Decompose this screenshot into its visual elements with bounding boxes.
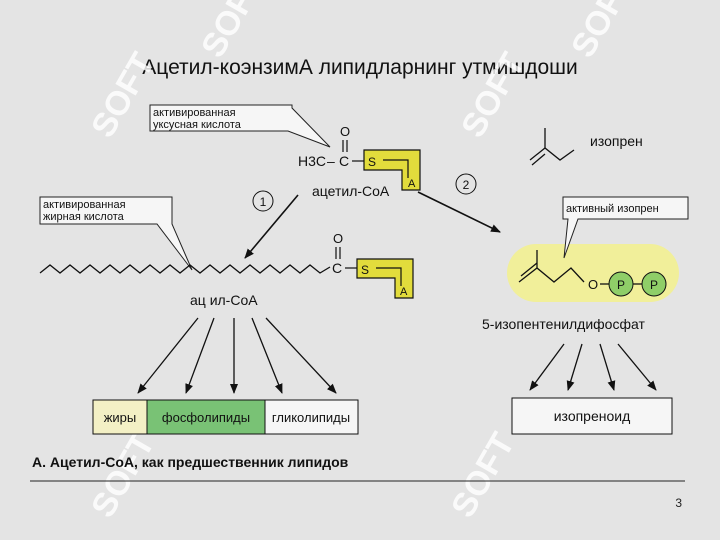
isopentenyl-diphosphate: активный изопрен O P P 5-изопентенилдифо… xyxy=(482,196,689,332)
acyl-oxygen-label: O xyxy=(333,231,343,246)
acyl-coa-s-label: S xyxy=(361,263,369,277)
carbonyl-carbon-label: C xyxy=(339,153,349,169)
step-arrows: 1 2 xyxy=(244,173,501,259)
callout-fatty-line1: активированная xyxy=(43,199,126,211)
h3c-label: H3C xyxy=(298,153,326,169)
acetyl-coa: H3C – C O S A ацетил-CoA xyxy=(298,124,421,199)
fan-arrows-right xyxy=(529,343,657,391)
isopentenyl-label: 5-изопентенилдифосфат xyxy=(482,316,645,332)
carbonyl-oxygen-label: O xyxy=(340,124,350,139)
watermark: SOFT xyxy=(454,46,532,144)
acyl-coa-a-label: A xyxy=(400,286,408,298)
acyl-coa-label: ац ил-CoA xyxy=(190,292,258,308)
phosphate-label: P xyxy=(617,278,625,292)
isoprene-label: изопрен xyxy=(590,133,643,149)
callout-fatty: активированная жирная кислота xyxy=(39,196,193,271)
product-boxes: жиры фосфолипиды гликолипиды изопреноид xyxy=(92,397,673,435)
phosphate-label: P xyxy=(650,278,658,292)
callout-acetic: активированная уксусная кислота xyxy=(149,104,331,148)
step-one-label: 1 xyxy=(260,195,267,209)
fats-label: жиры xyxy=(104,410,137,425)
acetyl-coa-label: ацетил-CoA xyxy=(312,183,390,199)
coa-a-label: A xyxy=(408,178,416,190)
page-number: 3 xyxy=(675,496,682,510)
callout-fatty-line2: жирная кислота xyxy=(43,211,125,223)
watermark: SOFT xyxy=(564,0,642,64)
isoprene: изопрен xyxy=(529,128,643,166)
watermark: SOFT xyxy=(194,0,272,64)
glycolipids-label: гликолипиды xyxy=(272,410,350,425)
watermark: SOFT xyxy=(84,426,162,524)
phospholipids-label: фосфолипиды xyxy=(162,410,250,425)
callout-acetic-line2: уксусная кислота xyxy=(153,119,242,131)
isoprenoid-label: изопреноид xyxy=(554,408,631,424)
fan-arrows-left xyxy=(137,317,337,394)
slide-title: Ацетил-коэнзимА липидларнинг утмишдоши xyxy=(142,56,578,79)
acyl-coa: C O S A ац ил-CoA xyxy=(39,231,414,308)
callout-isoprene-label: активный изопрен xyxy=(566,203,659,215)
figure-caption: А. Ацетил-CoA, как предшественник липидо… xyxy=(32,454,349,470)
dash-label: – xyxy=(327,153,335,169)
watermark: SOFT xyxy=(444,426,522,524)
step-two-label: 2 xyxy=(463,178,470,192)
coa-s-label: S xyxy=(368,155,376,169)
callout-acetic-line1: активированная xyxy=(153,107,236,119)
acyl-carbon-label: C xyxy=(332,260,342,276)
o-link-label: O xyxy=(588,277,598,292)
